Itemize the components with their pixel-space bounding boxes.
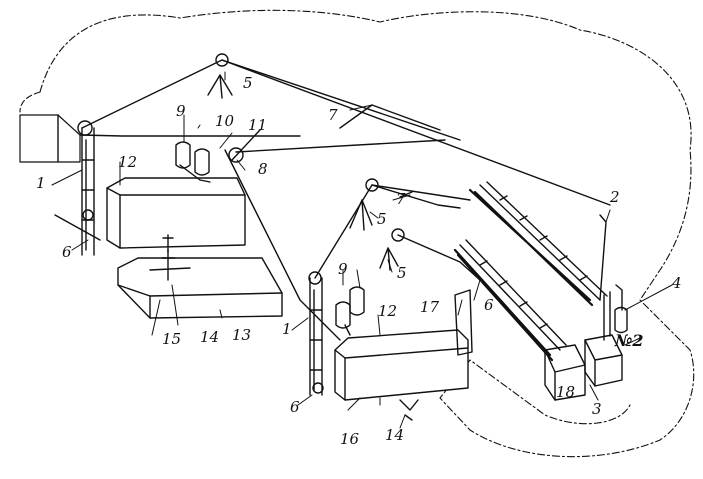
label-7-upper: 7 xyxy=(328,106,338,124)
pulley-8 xyxy=(228,147,244,163)
mast-2 xyxy=(603,291,611,341)
cable-main-top-2 xyxy=(221,59,611,206)
label-4: 4 xyxy=(672,274,682,292)
hoist-house-lower-top xyxy=(334,349,346,359)
machine-18-face xyxy=(544,349,586,401)
cable-lower-3 xyxy=(397,234,481,281)
trench-column-2 xyxy=(309,277,323,396)
label-3: 3 xyxy=(592,400,602,418)
frame-17 xyxy=(454,289,473,356)
cylinder-4 xyxy=(614,306,628,334)
rail-ties-lower xyxy=(479,260,548,329)
pulley-lower-1 xyxy=(365,178,379,192)
label-12-lower: 12 xyxy=(378,302,398,320)
wall-block xyxy=(19,114,81,163)
label-1-lower: 1 xyxy=(282,320,292,338)
floor-edge-right xyxy=(224,149,341,341)
label-18: 18 xyxy=(556,383,576,401)
hoist-house-upper xyxy=(106,177,246,249)
floor-edge-bottom-diagonal xyxy=(54,214,101,241)
label-14-upper: 14 xyxy=(200,328,220,346)
label-6-track: 6 xyxy=(484,296,494,314)
machine-18 xyxy=(544,344,586,401)
cable-2-line xyxy=(599,214,607,301)
pulley-lower-2 xyxy=(391,228,405,242)
label-17: 17 xyxy=(420,298,440,316)
label-15: 15 xyxy=(162,330,182,348)
rail-track-upper xyxy=(479,181,608,301)
machine-3-face xyxy=(584,339,623,387)
pulley-bottom-1 xyxy=(82,209,94,221)
label-5-mid: 5 xyxy=(377,210,387,228)
label-14-lower: 14 xyxy=(385,426,405,444)
label-8: 8 xyxy=(258,160,268,178)
cable-11 xyxy=(231,129,261,161)
label-5-top: 5 xyxy=(243,74,253,92)
label-1-upper: 1 xyxy=(36,174,46,192)
cable-lower-2 xyxy=(371,184,461,209)
pulley-left xyxy=(77,120,93,136)
compressor-platform-top xyxy=(117,284,151,297)
tank-9-upper-pipe xyxy=(179,164,211,183)
cable-7b-bracket xyxy=(399,191,413,198)
tank-9-lower-b xyxy=(349,286,365,316)
valve-14-upper xyxy=(162,234,174,253)
label-no2: №2 xyxy=(615,331,644,350)
rock-outline-left xyxy=(19,91,41,113)
hatching-lower xyxy=(453,248,554,362)
label-5-low: 5 xyxy=(397,264,407,282)
trench-column-2-supports xyxy=(309,309,323,371)
trench-column-1 xyxy=(81,127,95,256)
tank-9-upper-a xyxy=(175,141,191,169)
rock-outline xyxy=(39,9,695,458)
compressor-unit xyxy=(149,249,191,281)
pulley-bottom-2 xyxy=(312,382,324,394)
trench-column-1-supports xyxy=(81,159,95,221)
label-12-upper: 12 xyxy=(118,153,138,171)
hoist-house-lower xyxy=(334,329,469,401)
compressor-platform xyxy=(117,257,283,319)
tank-9-lower-a xyxy=(335,301,351,329)
pulley-column-2 xyxy=(308,271,322,285)
tripod-5-mid xyxy=(349,199,373,231)
label-2: 2 xyxy=(610,188,620,206)
cable-7-bracket-right xyxy=(371,104,441,131)
machine-3 xyxy=(584,334,623,387)
label-7-lower: 7 xyxy=(396,190,406,208)
label-16: 16 xyxy=(340,430,360,448)
rail-ties-upper xyxy=(499,195,588,281)
label-10: 10 xyxy=(215,112,235,130)
tripod-5-top xyxy=(207,74,233,99)
hoist-house-upper-top xyxy=(106,187,121,196)
label-11: 11 xyxy=(248,116,268,134)
hatching-upper xyxy=(468,188,594,307)
label-9-lower: 9 xyxy=(338,260,348,278)
label-6-upper: 6 xyxy=(62,243,72,261)
pulley-top xyxy=(215,53,229,67)
mast-4 xyxy=(615,284,623,311)
device-14-lower xyxy=(399,399,419,421)
cable-7-bracket-left xyxy=(339,104,373,129)
label-9-upper: 9 xyxy=(176,102,186,120)
tripod-5-low xyxy=(379,247,399,271)
label-6-lower: 6 xyxy=(290,398,300,416)
leaders xyxy=(51,71,673,429)
tank-9-lower-pipe xyxy=(344,324,351,336)
label-13: 13 xyxy=(232,326,252,344)
tank-9-upper-b xyxy=(194,148,210,176)
rail-track-lower xyxy=(459,239,567,351)
floor-edge-upper xyxy=(79,134,301,137)
cable-8-to-guide xyxy=(235,139,446,153)
